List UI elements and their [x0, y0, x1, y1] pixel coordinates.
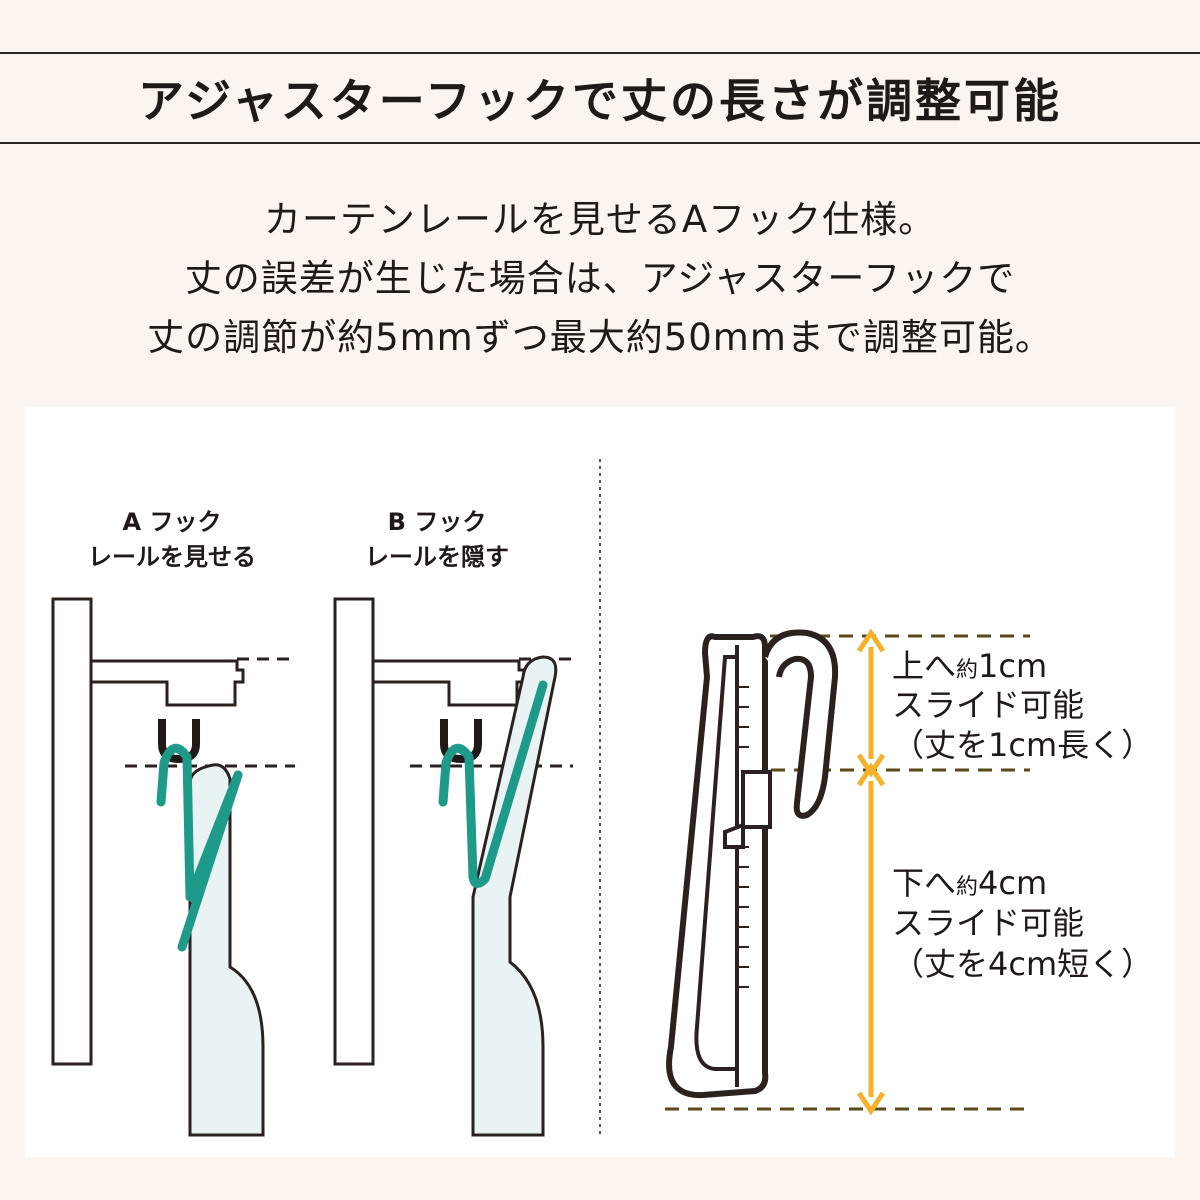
- slide-down-line-3: （丈を4cm短く）: [892, 945, 1153, 983]
- adjuster-slider-clip: [741, 770, 772, 829]
- slide-up-line-2: スライド可能: [892, 686, 1084, 724]
- hook-diagram: A フック レールを見せる B フック レールを隠す: [51, 459, 1153, 1137]
- hook-b-fabric: [471, 655, 558, 1137]
- adjuster-slider-tab: [723, 822, 745, 849]
- adjuster-outer-body: [666, 633, 769, 1099]
- description-line-1: カーテンレールを見せるAフック仕様。: [263, 198, 937, 241]
- description-line-3: 丈の調節が約5mmずつ最大約50mmまで調整可能。: [147, 316, 1053, 359]
- slide-arrows: [856, 628, 886, 1116]
- hook-b-runner: [440, 719, 482, 764]
- hook-b-title: B フック: [388, 508, 487, 536]
- slide-up-line-1: 上へ約1cm: [892, 647, 1047, 685]
- adjuster-top-hook: [762, 629, 839, 819]
- arrow-down-head-top: [856, 762, 886, 787]
- slide-down-line-1: 下へ約4cm: [892, 864, 1047, 902]
- hook-a-teal-hook: [156, 743, 243, 902]
- hook-b-teal-hook: [438, 680, 548, 888]
- hook-b-wall: [333, 597, 375, 1066]
- description-line-2: 丈の誤差が生じた場合は、アジャスターフックで: [184, 257, 1016, 300]
- arrow-down-head-bottom: [856, 1091, 886, 1116]
- arrow-up-head-bottom: [856, 753, 886, 778]
- hook-a-runner: [158, 719, 200, 764]
- hook-a-wall: [51, 597, 93, 1066]
- slide-up-line-3: （丈を1cm長く）: [892, 726, 1153, 764]
- hook-b-illustration: [333, 597, 573, 1137]
- title-banner: アジャスターフックで丈の長さが調整可能: [0, 52, 1200, 144]
- page-title: アジャスターフックで丈の長さが調整可能: [137, 74, 1063, 128]
- adjuster-inner-groove: [694, 655, 739, 1071]
- arrow-up-head-top: [856, 628, 886, 653]
- diagram-panel: A フック レールを見せる B フック レールを隠す: [25, 407, 1175, 1157]
- hook-b-rail: [371, 659, 527, 707]
- slide-down-line-2: スライド可能: [892, 904, 1084, 942]
- hook-a-subtitle: レールを見せる: [88, 543, 256, 571]
- adjuster-hook-illustration: [665, 629, 1030, 1111]
- description: カーテンレールを見せるAフック仕様。 丈の誤差が生じた場合は、アジャスターフック…: [0, 190, 1200, 367]
- hook-a-title: A フック: [123, 508, 222, 536]
- hook-b-subtitle: レールを隠す: [365, 543, 509, 571]
- hook-a-illustration: [51, 597, 295, 1137]
- hook-a-teal-hook-leg: [177, 770, 243, 952]
- hook-a-rail: [89, 659, 245, 707]
